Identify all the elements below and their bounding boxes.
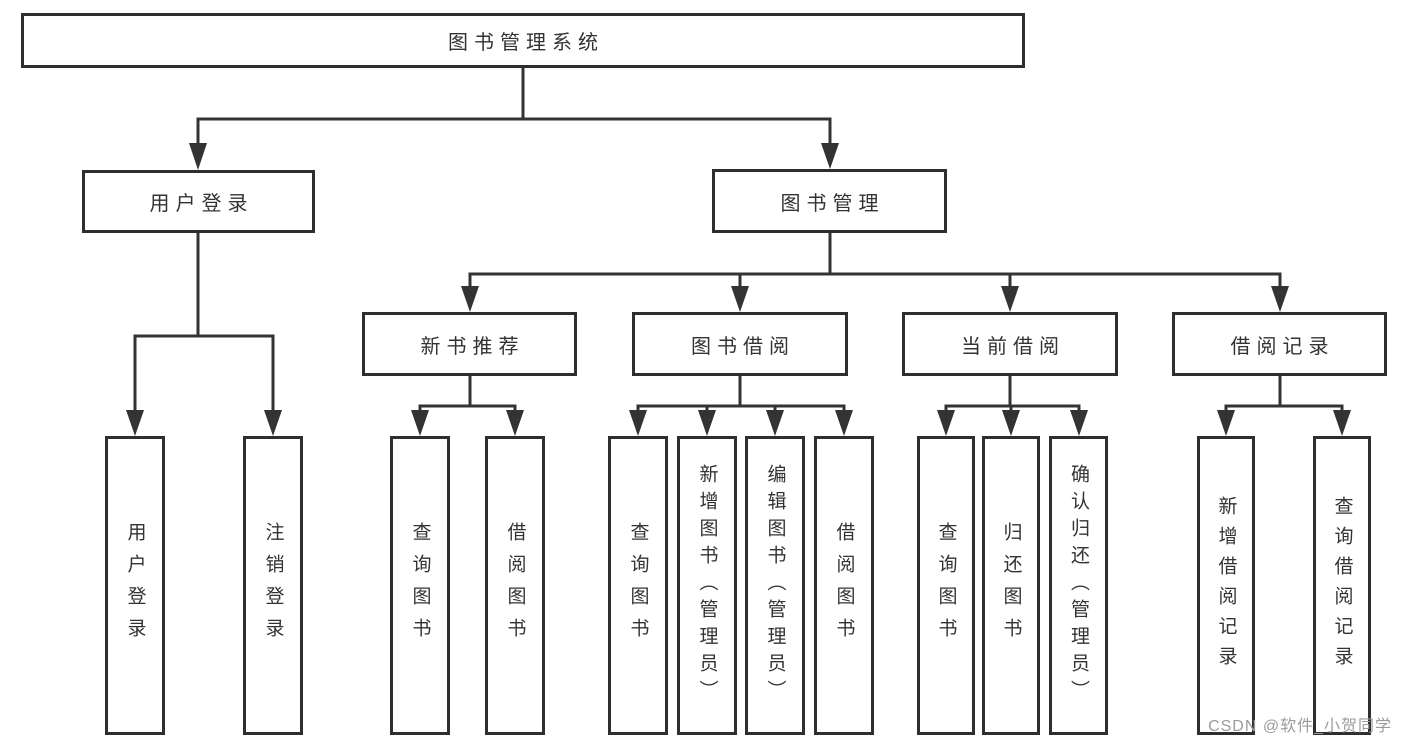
leaf-add-borrow-record: 新增借阅记录 <box>1197 436 1255 735</box>
node-book-management: 图书管理 <box>712 169 947 233</box>
leaf-query-books-recommend: 查询图书 <box>390 436 450 735</box>
leaf-query-books-borrow: 查询图书 <box>608 436 668 735</box>
leaf-add-book-admin: 新增图书（管理员） <box>677 436 737 735</box>
leaf-borrow-books: 借阅图书 <box>814 436 874 735</box>
leaf-borrow-books-recommend: 借阅图书 <box>485 436 545 735</box>
leaf-query-borrow-record: 查询借阅记录 <box>1313 436 1371 735</box>
node-current-borrow: 当前借阅 <box>902 312 1118 376</box>
leaf-query-books-current: 查询图书 <box>917 436 975 735</box>
node-book-borrow: 图书借阅 <box>632 312 848 376</box>
leaf-edit-book-admin: 编辑图书（管理员） <box>745 436 805 735</box>
node-borrow-record: 借阅记录 <box>1172 312 1387 376</box>
node-user-login: 用户登录 <box>82 170 315 233</box>
leaf-return-books: 归还图书 <box>982 436 1040 735</box>
leaf-logout: 注销登录 <box>243 436 303 735</box>
leaf-confirm-return-admin: 确认归还（管理员） <box>1049 436 1108 735</box>
node-new-book-recommend: 新书推荐 <box>362 312 577 376</box>
node-library-management-system: 图书管理系统 <box>21 13 1025 68</box>
csdn-watermark: CSDN @软件_小贺同学 <box>1208 718 1392 735</box>
leaf-user-login: 用户登录 <box>105 436 165 735</box>
